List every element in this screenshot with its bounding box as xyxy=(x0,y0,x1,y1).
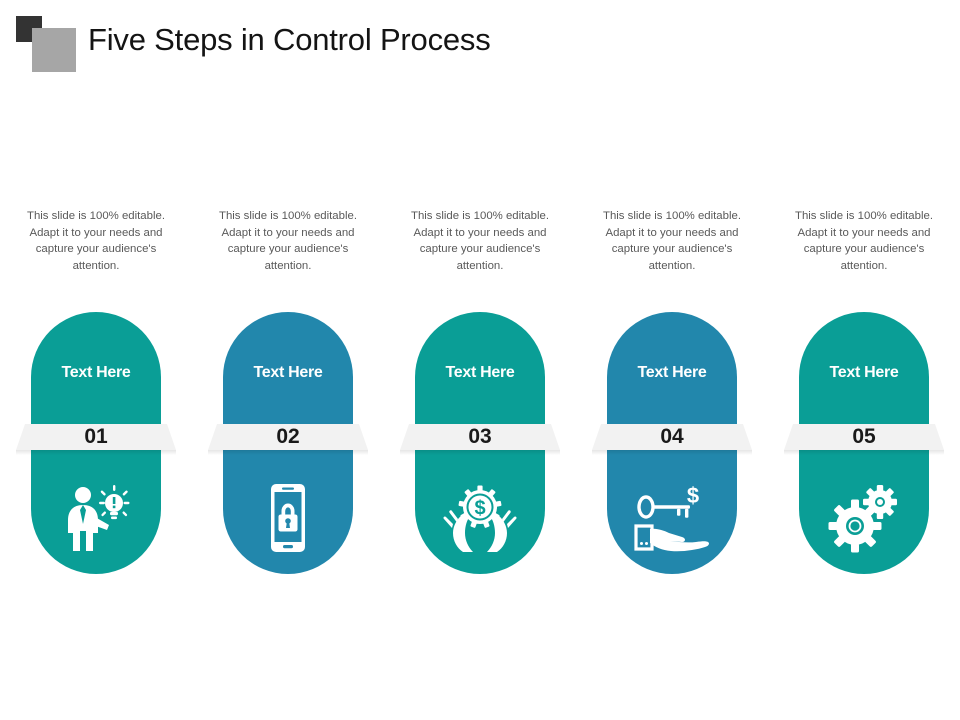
steps-container: This slide is 100% editable. Adapt it to… xyxy=(0,196,960,616)
hands-holding-dollar-badge-icon: $ xyxy=(415,462,545,574)
step-number: 05 xyxy=(852,425,876,448)
logo-gray-square xyxy=(32,28,76,72)
step-column-3: This slide is 100% editable. Adapt it to… xyxy=(384,196,576,616)
step-column-5: This slide is 100% editable. Adapt it to… xyxy=(768,196,960,616)
step-label: Text Here xyxy=(445,364,515,381)
step-number-band xyxy=(208,424,368,450)
svg-text:$: $ xyxy=(474,498,485,520)
step-pill[interactable]: Text Here 01 xyxy=(16,312,176,574)
step-column-4: This slide is 100% editable. Adapt it to… xyxy=(576,196,768,616)
step-number: 01 xyxy=(84,425,108,448)
step-label: Text Here xyxy=(829,364,899,381)
step-label: Text Here xyxy=(61,364,131,381)
step-pill[interactable]: Text Here 03 xyxy=(400,312,560,574)
mobile-phone-lock-icon xyxy=(223,462,353,574)
step-pill[interactable]: Text Here 05 xyxy=(784,312,944,574)
step-number-band xyxy=(784,424,944,450)
step-pill[interactable]: Text Here 04 $ xyxy=(592,312,752,574)
step-number: 02 xyxy=(276,425,300,448)
businessman-idea-lightbulb-icon xyxy=(31,462,161,574)
step-label: Text Here xyxy=(253,364,323,381)
step-number: 03 xyxy=(468,425,492,448)
page-title: Five Steps in Control Process xyxy=(88,22,491,57)
svg-text:$: $ xyxy=(687,483,699,508)
step-description: This slide is 100% editable. Adapt it to… xyxy=(602,210,742,272)
step-description: This slide is 100% editable. Adapt it to… xyxy=(410,210,550,272)
square-logo-mark-icon xyxy=(16,16,76,72)
step-description: This slide is 100% editable. Adapt it to… xyxy=(26,210,166,272)
step-number-band xyxy=(400,424,560,450)
step-label: Text Here xyxy=(637,364,707,381)
hand-key-dollar-icon: $ xyxy=(607,462,737,574)
step-description: This slide is 100% editable. Adapt it to… xyxy=(218,210,358,272)
step-pill[interactable]: Text Here 02 xyxy=(208,312,368,574)
step-number-band xyxy=(16,424,176,450)
step-description: This slide is 100% editable. Adapt it to… xyxy=(794,210,934,272)
two-gears-settings-icon xyxy=(799,462,929,574)
step-column-2: This slide is 100% editable. Adapt it to… xyxy=(192,196,384,616)
step-column-1: This slide is 100% editable. Adapt it to… xyxy=(0,196,192,616)
step-number: 04 xyxy=(660,425,684,448)
step-number-band xyxy=(592,424,752,450)
